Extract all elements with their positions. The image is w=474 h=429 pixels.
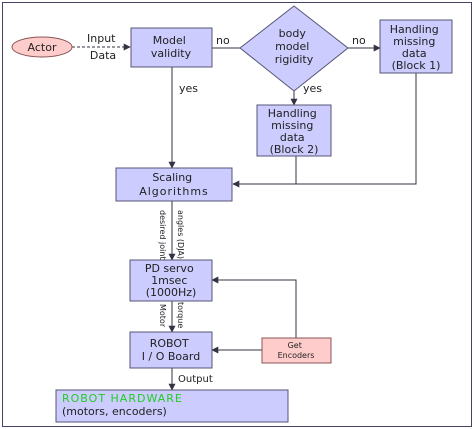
handling-block2-node: Handling missing data (Block 2) bbox=[256, 104, 332, 157]
desired-joint-label-1: desired joint bbox=[158, 210, 167, 260]
handling-block1-label: Handling missing data (Block 1) bbox=[390, 23, 443, 72]
actor-node: Actor bbox=[11, 36, 73, 58]
handling-block2-label: Handling missing data (Block 2) bbox=[268, 107, 321, 156]
robot-hardware-title: ROBOT HARDWARE bbox=[62, 392, 183, 405]
scaling-algorithms-node: Scaling Algorithms bbox=[115, 167, 233, 202]
yes-label-rigidity: yes bbox=[303, 82, 322, 95]
get-encoders-node: Get Encoders bbox=[261, 337, 332, 364]
line-block1-to-scaling bbox=[296, 73, 417, 185]
get-encoders-label: Get Encoders bbox=[278, 341, 315, 360]
no-label-model: no bbox=[216, 34, 230, 47]
model-validity-node: Model validity bbox=[130, 27, 213, 68]
pd-servo-node: PD servo 1msec (1000Hz) bbox=[129, 259, 213, 302]
body-model-rigidity-node: body model rigidity bbox=[239, 5, 349, 92]
no-label-rigidity: no bbox=[352, 34, 366, 47]
yes-label-model: yes bbox=[179, 82, 198, 95]
input-data-label: Input Data bbox=[87, 32, 119, 62]
scaling-algorithms-label: Scaling Algorithms bbox=[139, 171, 209, 198]
handling-block1-node: Handling missing data (Block 1) bbox=[379, 19, 453, 74]
desired-joint-label-2: angles (DJA) bbox=[176, 210, 185, 259]
robot-io-label: ROBOT I / O Board bbox=[142, 337, 200, 363]
model-validity-label: Model validity bbox=[151, 34, 192, 60]
torque-label: torque bbox=[176, 302, 185, 328]
arrow-block2-to-scaling bbox=[232, 156, 297, 188]
pd-servo-label: PD servo 1msec (1000Hz) bbox=[145, 262, 197, 299]
actor-label: Actor bbox=[28, 41, 57, 54]
output-label: Output bbox=[178, 374, 213, 385]
motor-label: Motor bbox=[158, 304, 167, 328]
arrow-encoders-to-pd bbox=[211, 276, 297, 338]
robot-hardware-node: ROBOT HARDWARE (motors, encoders) bbox=[55, 389, 289, 423]
robot-hardware-subtitle: (motors, encoders) bbox=[62, 405, 167, 418]
robot-io-node: ROBOT I / O Board bbox=[129, 331, 213, 369]
body-model-rigidity-label: body model rigidity bbox=[275, 27, 314, 66]
